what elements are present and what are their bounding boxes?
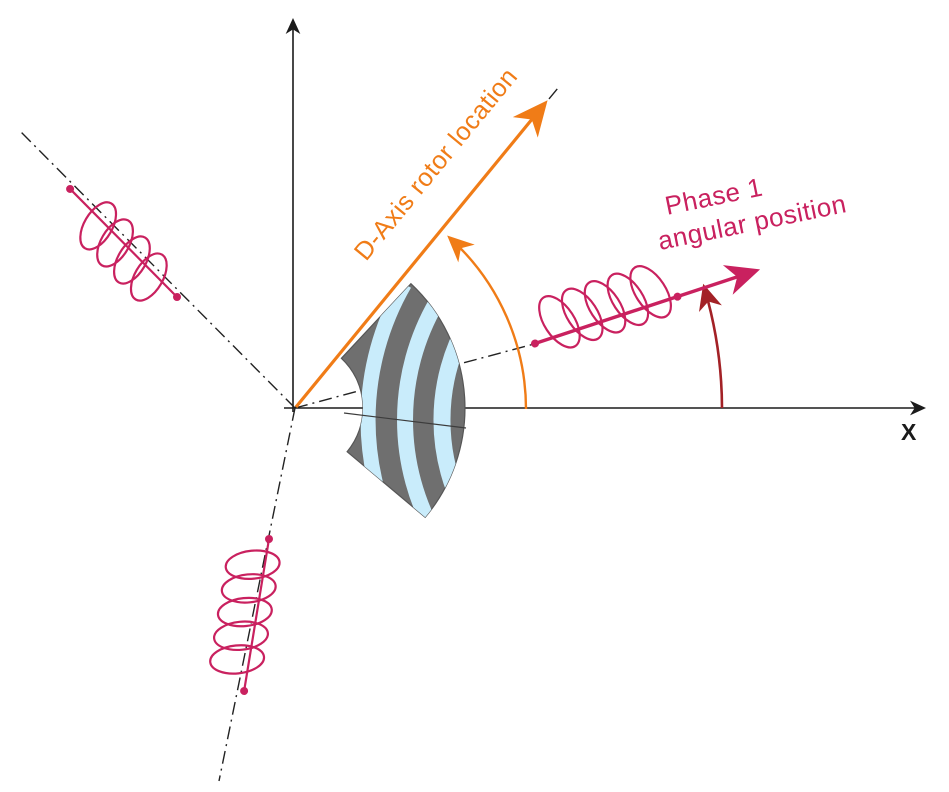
coil-lead xyxy=(534,295,678,345)
coil-loop xyxy=(209,644,266,675)
coil-loop xyxy=(583,280,627,334)
phase1-label: Phase 1 angular position xyxy=(649,156,849,256)
phase3-axis-line xyxy=(218,407,296,782)
phase2-axis-line xyxy=(18,129,296,409)
rotor-split-line xyxy=(343,412,467,429)
coil-terminal-dot xyxy=(66,184,75,193)
coil-loop xyxy=(216,596,273,628)
phase1-axis-line xyxy=(294,343,535,409)
coil-loop xyxy=(113,235,151,285)
phase1-coil xyxy=(531,265,682,349)
flux-barrier-inner xyxy=(360,283,411,518)
coil-loop xyxy=(629,265,672,319)
coil-loop xyxy=(212,620,269,652)
phase3-coil xyxy=(209,535,281,695)
coil-loop xyxy=(220,573,277,604)
angular-position-arc xyxy=(699,283,724,409)
coil-terminal-dot xyxy=(240,686,249,695)
x-axis-label: X xyxy=(901,419,917,445)
coil-terminal-dot xyxy=(673,292,682,301)
coil-loop xyxy=(560,287,604,342)
d-axis-group xyxy=(294,100,548,410)
coil-terminal-dot xyxy=(265,535,273,543)
coil-lead xyxy=(69,188,178,298)
rotor-segment xyxy=(340,282,467,519)
coil-loop xyxy=(96,218,134,268)
dash-dot-axes xyxy=(18,87,559,782)
d-axis-angle-arc xyxy=(447,235,528,410)
phase2-coil xyxy=(66,184,181,302)
coil-loop xyxy=(538,295,581,349)
coil-loop xyxy=(79,201,118,251)
coil-loop xyxy=(129,252,168,302)
coil-loop xyxy=(224,549,281,580)
coil-lead xyxy=(243,538,271,692)
coil-loop xyxy=(606,272,650,327)
d-axis-arrow xyxy=(294,100,548,409)
